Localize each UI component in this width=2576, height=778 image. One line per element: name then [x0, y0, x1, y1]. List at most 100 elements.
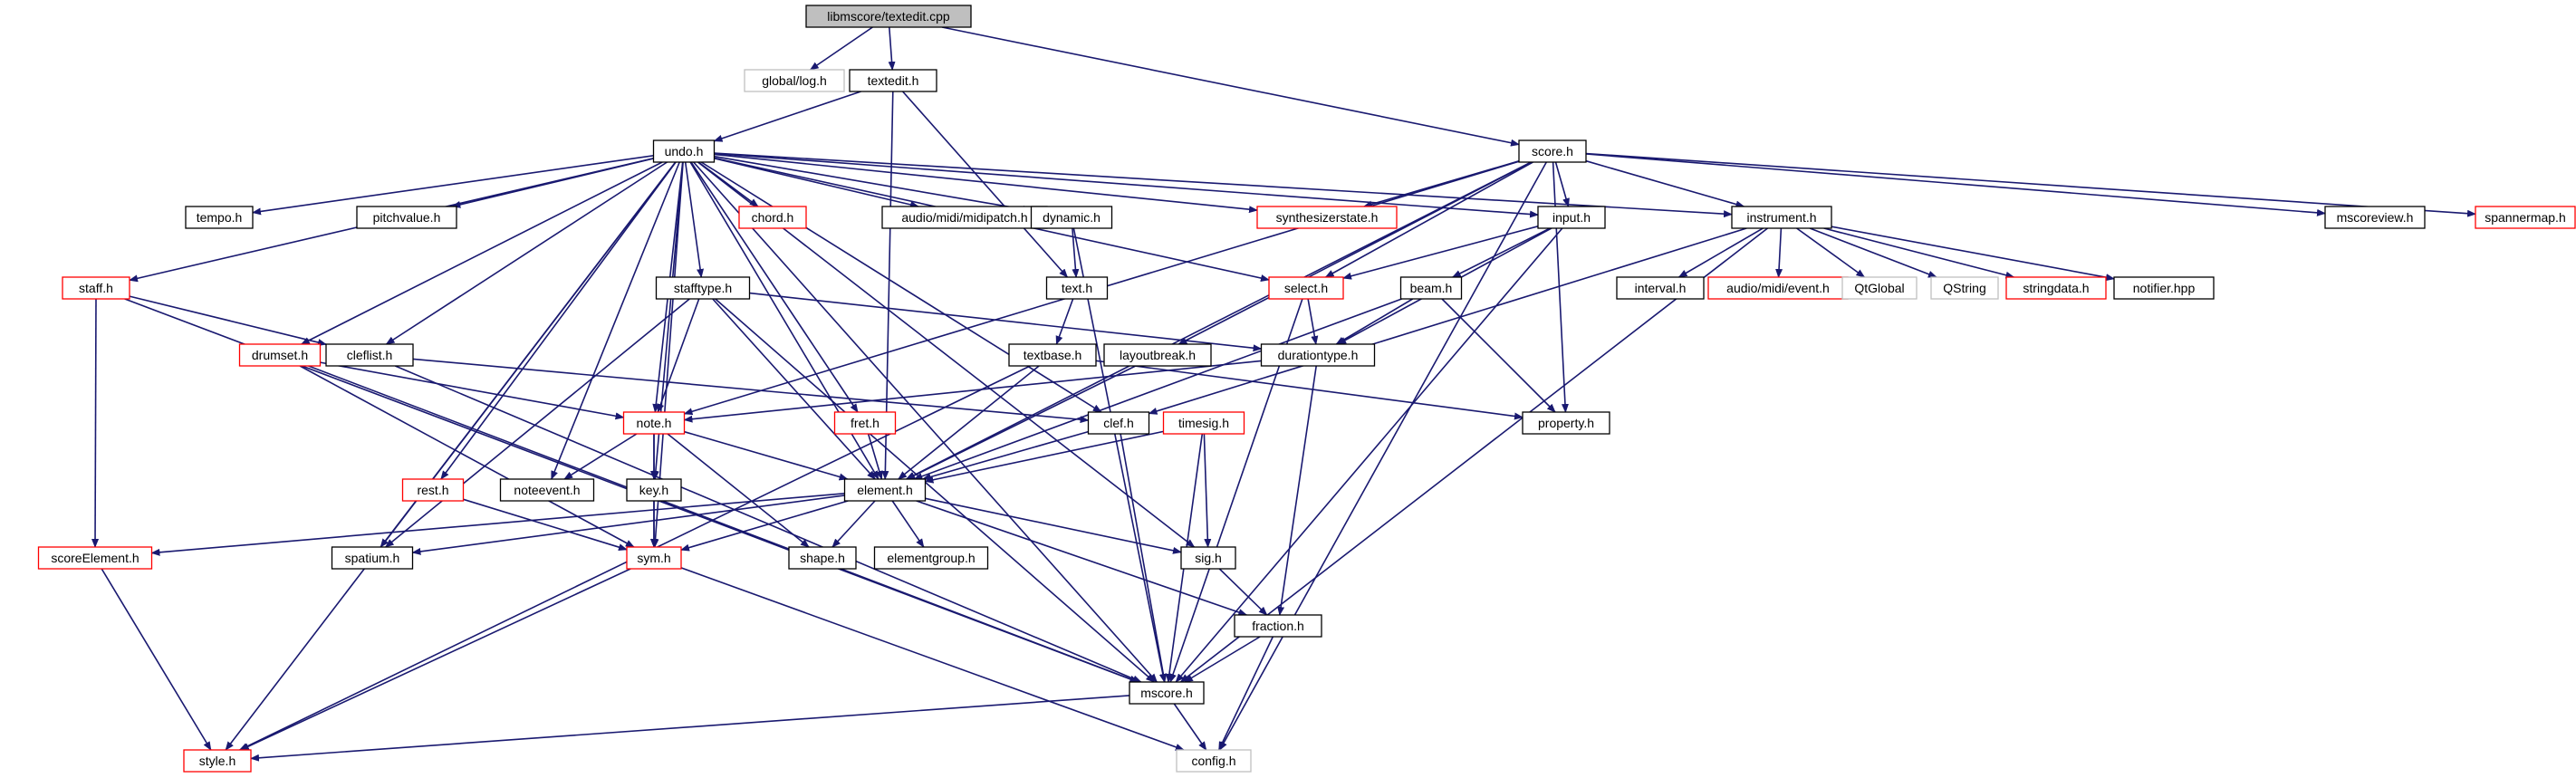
node-scoreelement[interactable]: scoreElement.h — [37, 546, 153, 570]
edge-staff-to-cleflist — [129, 295, 327, 346]
node-box-score — [1518, 139, 1587, 163]
node-element[interactable]: element.h — [843, 478, 927, 502]
node-box-timesig — [1162, 411, 1245, 435]
node-box-property — [1522, 411, 1610, 435]
node-clef[interactable]: clef.h — [1087, 411, 1150, 435]
node-label-fraction: fraction.h — [1252, 619, 1304, 633]
node-box-staff — [62, 276, 130, 300]
node-midipatch[interactable]: audio/midi/midipatch.h — [881, 206, 1048, 229]
node-drumset[interactable]: drumset.h — [238, 343, 322, 367]
edge-instrument-to-qglobal — [1796, 227, 1866, 278]
node-label-root: libmscore/textedit.cpp — [827, 9, 950, 24]
node-notifier[interactable]: notifier.hpp — [2113, 276, 2215, 300]
node-spannermap[interactable]: spannermap.h — [2475, 206, 2576, 229]
node-label-input: input.h — [1552, 210, 1591, 225]
edge-instrument-to-mscore — [1179, 227, 1768, 683]
node-noteevent[interactable]: noteevent.h — [499, 478, 595, 502]
node-box-select — [1268, 276, 1344, 300]
node-instrument[interactable]: instrument.h — [1731, 206, 1832, 229]
edge-element-to-sym — [680, 500, 849, 552]
node-dynamic[interactable]: dynamic.h — [1030, 206, 1113, 229]
node-root[interactable]: libmscore/textedit.cpp — [805, 5, 972, 28]
edge-drumset-to-note — [320, 361, 625, 420]
edge-durationtype-to-fraction — [1277, 365, 1317, 616]
node-box-qglobal — [1841, 276, 1918, 300]
edge-clef-to-mscore — [1120, 433, 1168, 683]
node-synthstate[interactable]: synthesizerstate.h — [1256, 206, 1398, 229]
node-note[interactable]: note.h — [622, 411, 686, 435]
node-property[interactable]: property.h — [1522, 411, 1610, 435]
node-undo[interactable]: undo.h — [652, 139, 716, 163]
node-timesig[interactable]: timesig.h — [1162, 411, 1245, 435]
node-cleflist[interactable]: cleflist.h — [325, 343, 414, 367]
node-score[interactable]: score.h — [1518, 139, 1587, 163]
node-midievent[interactable]: audio/midi/event.h — [1707, 276, 1849, 300]
node-label-rest: rest.h — [417, 483, 448, 497]
node-shape[interactable]: shape.h — [788, 546, 857, 570]
node-label-undo: undo.h — [665, 144, 704, 158]
edge-element-to-elementgroup — [891, 500, 925, 548]
edge-cleflist-to-clef — [412, 358, 1090, 424]
edge-element-to-scoreelement — [150, 493, 845, 556]
node-box-spannermap — [2475, 206, 2576, 229]
node-key[interactable]: key.h — [626, 478, 682, 502]
node-mscoreview[interactable]: mscoreview.h — [2324, 206, 2426, 229]
node-label-note: note.h — [637, 416, 672, 430]
node-elementgroup[interactable]: elementgroup.h — [873, 546, 989, 570]
node-layoutbreak[interactable]: layoutbreak.h — [1103, 343, 1212, 367]
node-interval[interactable]: interval.h — [1616, 276, 1705, 300]
node-box-element — [843, 478, 927, 502]
node-select[interactable]: select.h — [1268, 276, 1344, 300]
node-style[interactable]: style.h — [183, 749, 252, 773]
node-label-staff: staff.h — [79, 281, 113, 295]
node-box-root — [805, 5, 972, 28]
node-textbase[interactable]: textbase.h — [1008, 343, 1097, 367]
edge-scoreelement-to-style — [101, 568, 212, 751]
edge-clef-to-element — [921, 430, 1089, 481]
node-mscore[interactable]: mscore.h — [1129, 681, 1205, 705]
edge-sym-to-config — [680, 567, 1185, 751]
node-rest[interactable]: rest.h — [401, 478, 465, 502]
edge-drumset-to-mscore — [308, 365, 1139, 683]
node-fraction[interactable]: fraction.h — [1234, 614, 1322, 638]
node-label-scoreelement: scoreElement.h — [51, 551, 139, 565]
node-box-scoreelement — [37, 546, 153, 570]
node-fret[interactable]: fret.h — [833, 411, 897, 435]
node-box-synthstate — [1256, 206, 1398, 229]
node-box-shape — [788, 546, 857, 570]
node-box-rest — [401, 478, 465, 502]
edge-note-to-element — [684, 430, 849, 481]
node-staff[interactable]: staff.h — [62, 276, 130, 300]
node-tempo[interactable]: tempo.h — [185, 206, 254, 229]
node-stafftype[interactable]: stafftype.h — [655, 276, 751, 300]
node-box-tempo — [185, 206, 254, 229]
node-stringdata[interactable]: stringdata.h — [2005, 276, 2107, 300]
node-box-stringdata — [2005, 276, 2107, 300]
node-textedit[interactable]: textedit.h — [849, 69, 937, 92]
node-box-elementgroup — [873, 546, 989, 570]
node-sig[interactable]: sig.h — [1180, 546, 1236, 570]
node-label-key: key.h — [639, 483, 668, 497]
node-label-layoutbreak: layoutbreak.h — [1120, 348, 1196, 362]
node-input[interactable]: input.h — [1537, 206, 1606, 229]
node-box-fraction — [1234, 614, 1322, 638]
edge-score-to-spannermap — [1585, 152, 2476, 217]
node-durationtype[interactable]: durationtype.h — [1260, 343, 1376, 367]
node-pitchvalue[interactable]: pitchvalue.h — [356, 206, 457, 229]
node-label-qstring: QString — [1943, 281, 1985, 295]
node-spatium[interactable]: spatium.h — [331, 546, 414, 570]
node-box-mscore — [1129, 681, 1205, 705]
edge-score-to-element — [905, 161, 1532, 480]
node-box-input — [1537, 206, 1606, 229]
edge-mscore-to-config — [1173, 703, 1207, 751]
node-label-textbase: textbase.h — [1024, 348, 1082, 362]
node-beam[interactable]: beam.h — [1399, 276, 1463, 300]
edge-undo-to-stafftype — [684, 161, 705, 278]
node-label-stafftype: stafftype.h — [674, 281, 732, 295]
node-text[interactable]: text.h — [1045, 276, 1109, 300]
node-chord[interactable]: chord.h — [738, 206, 807, 229]
node-label-instrument: instrument.h — [1746, 210, 1816, 225]
node-sym[interactable]: sym.h — [626, 546, 682, 570]
edge-undo-to-input — [714, 152, 1539, 218]
